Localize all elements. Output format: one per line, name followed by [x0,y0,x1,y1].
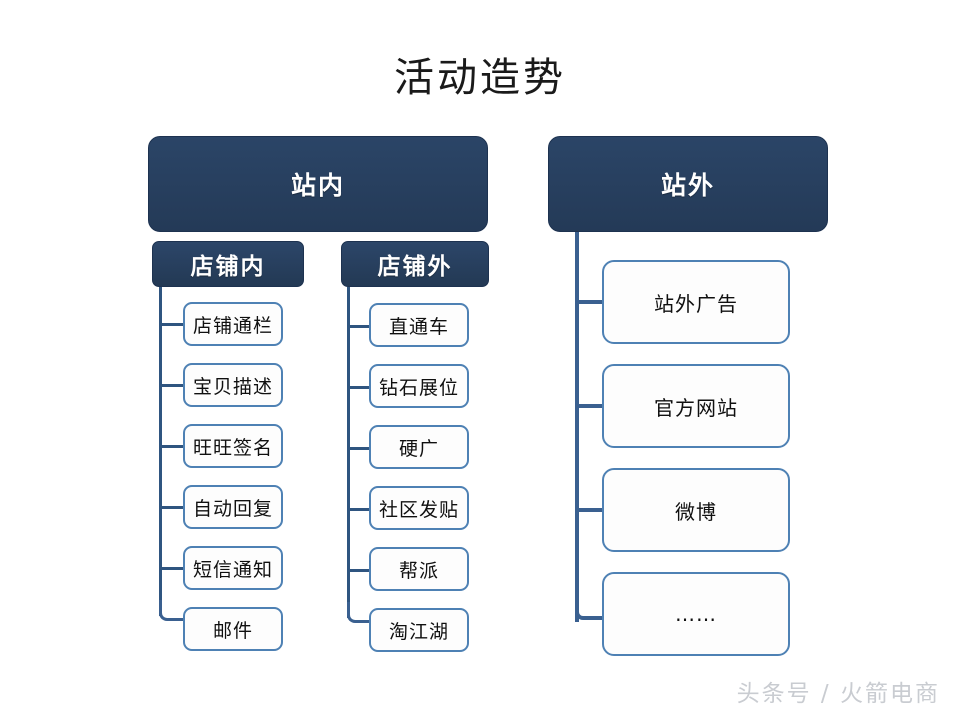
connector-out-shop-stub-4 [347,508,371,511]
node-out-shop-item-2[interactable]: 钻石展位 [369,364,469,408]
node-in-shop-header[interactable]: 店铺内 [152,241,304,287]
connector-offsite-stub-1 [575,300,605,304]
connector-out-shop-stub-3 [347,447,371,450]
node-in-shop-item-5[interactable]: 短信通知 [183,546,283,590]
node-out-shop-item-5[interactable]: 帮派 [369,547,469,591]
connector-offsite-stub-2 [575,404,605,408]
node-out-shop-item-4[interactable]: 社区发贴 [369,486,469,530]
node-out-shop-header[interactable]: 店铺外 [341,241,489,287]
connector-in-shop-stub-4 [159,506,185,509]
node-out-shop-item-1[interactable]: 直通车 [369,303,469,347]
node-offsite-item-3[interactable]: 微博 [602,468,790,552]
connector-out-shop-stub-2 [347,386,371,389]
node-offsite-item-2[interactable]: 官方网站 [602,364,790,448]
connector-out-shop-spine [347,287,350,618]
connector-offsite-spine [575,232,579,622]
connector-in-shop-stub-3 [159,445,185,448]
node-in-shop-item-1[interactable]: 店铺通栏 [183,302,283,346]
connector-in-shop-spine [159,287,162,616]
node-in-shop-item-2[interactable]: 宝贝描述 [183,363,283,407]
connector-out-shop-stub-1 [347,325,371,328]
node-in-shop-item-6[interactable]: 邮件 [183,607,283,651]
node-offsite-item-4[interactable]: …… [602,572,790,656]
node-out-shop-item-6[interactable]: 淘江湖 [369,608,469,652]
connector-in-shop-stub-2 [159,384,185,387]
connector-in-shop-stub-5 [159,567,185,570]
connector-offsite-stub-3 [575,508,605,512]
node-onsite-header[interactable]: 站内 [148,136,488,232]
connector-out-shop-stub-6 [347,602,374,623]
node-offsite-header[interactable]: 站外 [548,136,828,232]
node-in-shop-item-3[interactable]: 旺旺签名 [183,424,283,468]
connector-offsite-stub-4 [575,600,609,620]
watermark: 头条号 / 火箭电商 [736,681,940,707]
page-title: 活动造势 [394,55,566,101]
connector-out-shop-stub-5 [347,569,371,572]
node-in-shop-item-4[interactable]: 自动回复 [183,485,283,529]
connector-in-shop-stub-6 [159,600,188,621]
node-offsite-item-1[interactable]: 站外广告 [602,260,790,344]
connector-in-shop-stub-1 [159,323,185,326]
node-out-shop-item-3[interactable]: 硬广 [369,425,469,469]
